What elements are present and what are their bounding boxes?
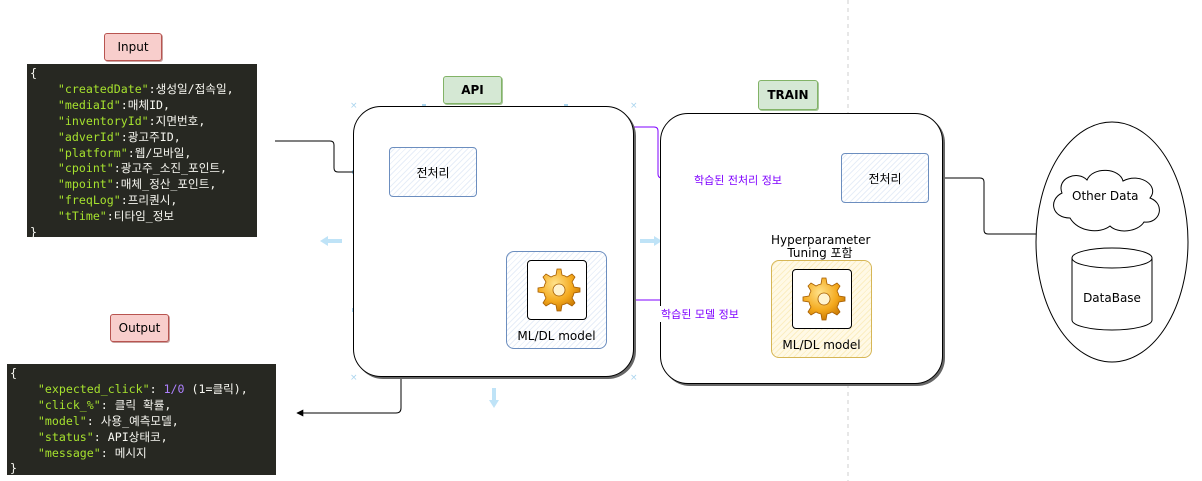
output-field-value: API상태코,: [107, 429, 168, 444]
output-field-value: (1=클릭),: [184, 381, 248, 396]
output-field-key: "expected_click": [37, 381, 150, 396]
code-brace: }: [30, 225, 37, 240]
input-to-preprocess-arrow: [275, 140, 389, 176]
code-line: "freqLog":프리퀀시,: [57, 193, 178, 208]
code-line: "createdDate":생성일/접속일,: [57, 81, 234, 96]
code-line: "cpoint":광고주_소진_포인트,: [57, 161, 228, 176]
input-field-value: 매체_정산_포인트,: [120, 177, 217, 192]
output-field-number: 1/0: [163, 381, 185, 396]
input-field-key: "mpoint": [57, 177, 114, 192]
code-brace: {: [10, 366, 17, 380]
input-field-value: 지면번호,: [155, 113, 206, 128]
input-field-value: 프리퀀시,: [127, 193, 178, 208]
code-line: {: [10, 366, 273, 382]
cloud-icon: [1053, 169, 1160, 232]
api-model-box: ML/DL model: [506, 251, 607, 349]
code-line: "inventoryId":지면번호,: [57, 113, 206, 128]
api-model-label: ML/DL model: [517, 329, 596, 343]
code-line: {: [30, 66, 254, 82]
database-label: DataBase: [1083, 291, 1141, 305]
api-preprocess-box: 전처리: [389, 147, 477, 197]
input-json-block: { "createdDate":생성일/접속일, "mediaId":매체ID,…: [27, 64, 257, 239]
input-field-value: 광고주_소진_포인트,: [120, 161, 228, 176]
database-icon: [1071, 247, 1153, 331]
svg-text:×: ×: [630, 101, 638, 111]
gear-icon: [802, 277, 846, 321]
code-line: }: [10, 461, 273, 477]
preprocess-info-label: 학습된 전처리 정보: [693, 172, 783, 188]
api-model-icon-frame: [527, 260, 587, 320]
code-line: "platform":웹/모바일,: [57, 145, 192, 160]
output-json-block: { "expected_click": 1/0 (1=클릭), "click_%…: [7, 364, 276, 475]
output-field-value: 메시지: [114, 445, 147, 460]
input-field-key: "mediaId": [57, 97, 121, 112]
code-line: "mediaId":매체ID,: [57, 97, 171, 112]
code-line: "model": 사용_예측모델,: [37, 413, 179, 428]
input-field-key: "cpoint": [57, 161, 114, 176]
output-field-key: "model": [37, 413, 87, 428]
svg-text:×: ×: [350, 373, 358, 383]
code-line: "click_%": 클릭 확률,: [37, 397, 172, 412]
input-field-key: "platform": [57, 145, 128, 160]
code-line: }: [30, 225, 254, 241]
input-field-value: 광고주ID,: [127, 129, 181, 144]
code-brace: }: [10, 461, 17, 476]
input-field-value: 웹/모바일,: [134, 145, 192, 160]
input-field-key: "createdDate": [57, 81, 149, 96]
gear-icon: [537, 268, 581, 312]
input-field-key: "inventoryId": [57, 113, 149, 128]
input-field-key: "freqLog": [57, 193, 121, 208]
output-field-key: "status": [37, 429, 94, 444]
train-model-label: ML/DL model: [782, 338, 861, 352]
train-model-icon-frame: [792, 269, 852, 329]
selection-handles: [320, 236, 662, 408]
output-field-key: "message": [37, 445, 101, 460]
train-preprocess-box: 전처리: [841, 153, 929, 203]
code-line: "expected_click": 1/0 (1=클릭),: [37, 381, 248, 396]
api-tag: API: [443, 76, 502, 104]
code-brace: {: [30, 66, 37, 80]
input-field-value: 생성일/접속일,: [155, 81, 234, 96]
other-data-label: Other Data: [1072, 189, 1139, 203]
code-line: "message": 메시지: [37, 445, 147, 460]
hyperparameter-label: Hyperparameter Tuning 포함: [771, 233, 871, 260]
svg-text:×: ×: [350, 101, 358, 111]
code-line: "tTime":티타임_정보: [57, 209, 175, 224]
output-field-key: "click_%": [37, 397, 101, 412]
model-info-label: 학습된 모델 정보: [660, 306, 740, 322]
train-model-box: ML/DL model: [771, 260, 872, 358]
code-line: "adverId":광고주ID,: [57, 129, 181, 144]
input-field-value: 매체ID,: [127, 97, 171, 112]
hyperparameter-label-line1: Hyperparameter: [771, 233, 871, 247]
input-tag: Input: [104, 33, 162, 61]
code-line: "mpoint":매체_정산_포인트,: [57, 177, 217, 192]
hyperparameter-label-line2: Tuning 포함: [787, 246, 853, 260]
input-field-key: "tTime": [57, 209, 107, 224]
output-field-value: 사용_예측모델,: [100, 413, 179, 428]
output-field-value: 클릭 확률,: [114, 397, 172, 412]
train-tag: TRAIN: [758, 80, 818, 110]
svg-text:×: ×: [630, 373, 638, 383]
input-field-key: "adverId": [57, 129, 121, 144]
output-tag: Output: [110, 314, 169, 342]
code-line: "status": API상태코,: [37, 429, 168, 444]
data-to-preprocess-arrow: [929, 174, 1040, 235]
input-field-value: 티타임_정보: [113, 209, 175, 224]
